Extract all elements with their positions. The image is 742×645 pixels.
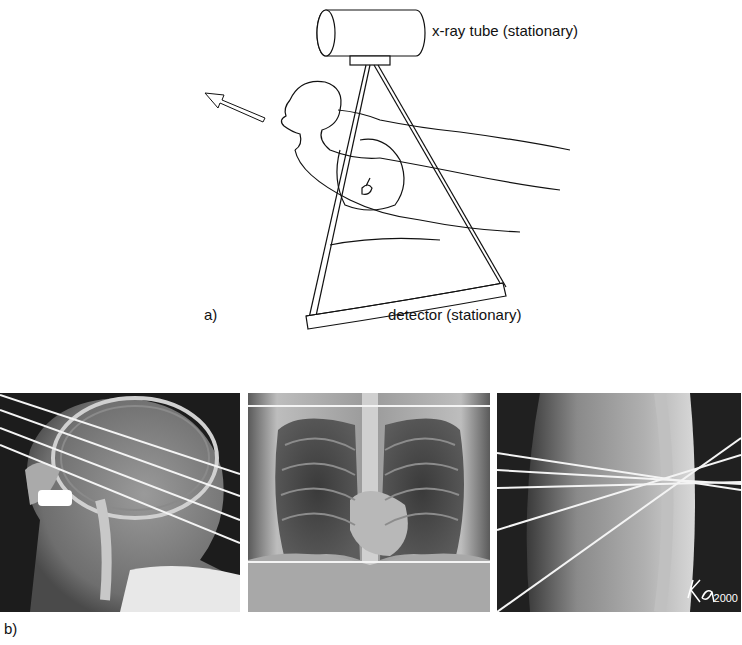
panel-letter: b) bbox=[4, 620, 17, 637]
panel-letter: a) bbox=[204, 306, 217, 323]
tube-label: x-ray tube (stationary) bbox=[432, 22, 578, 39]
detector-label: detector (stationary) bbox=[388, 306, 521, 323]
watermark: 2000 bbox=[714, 592, 738, 605]
